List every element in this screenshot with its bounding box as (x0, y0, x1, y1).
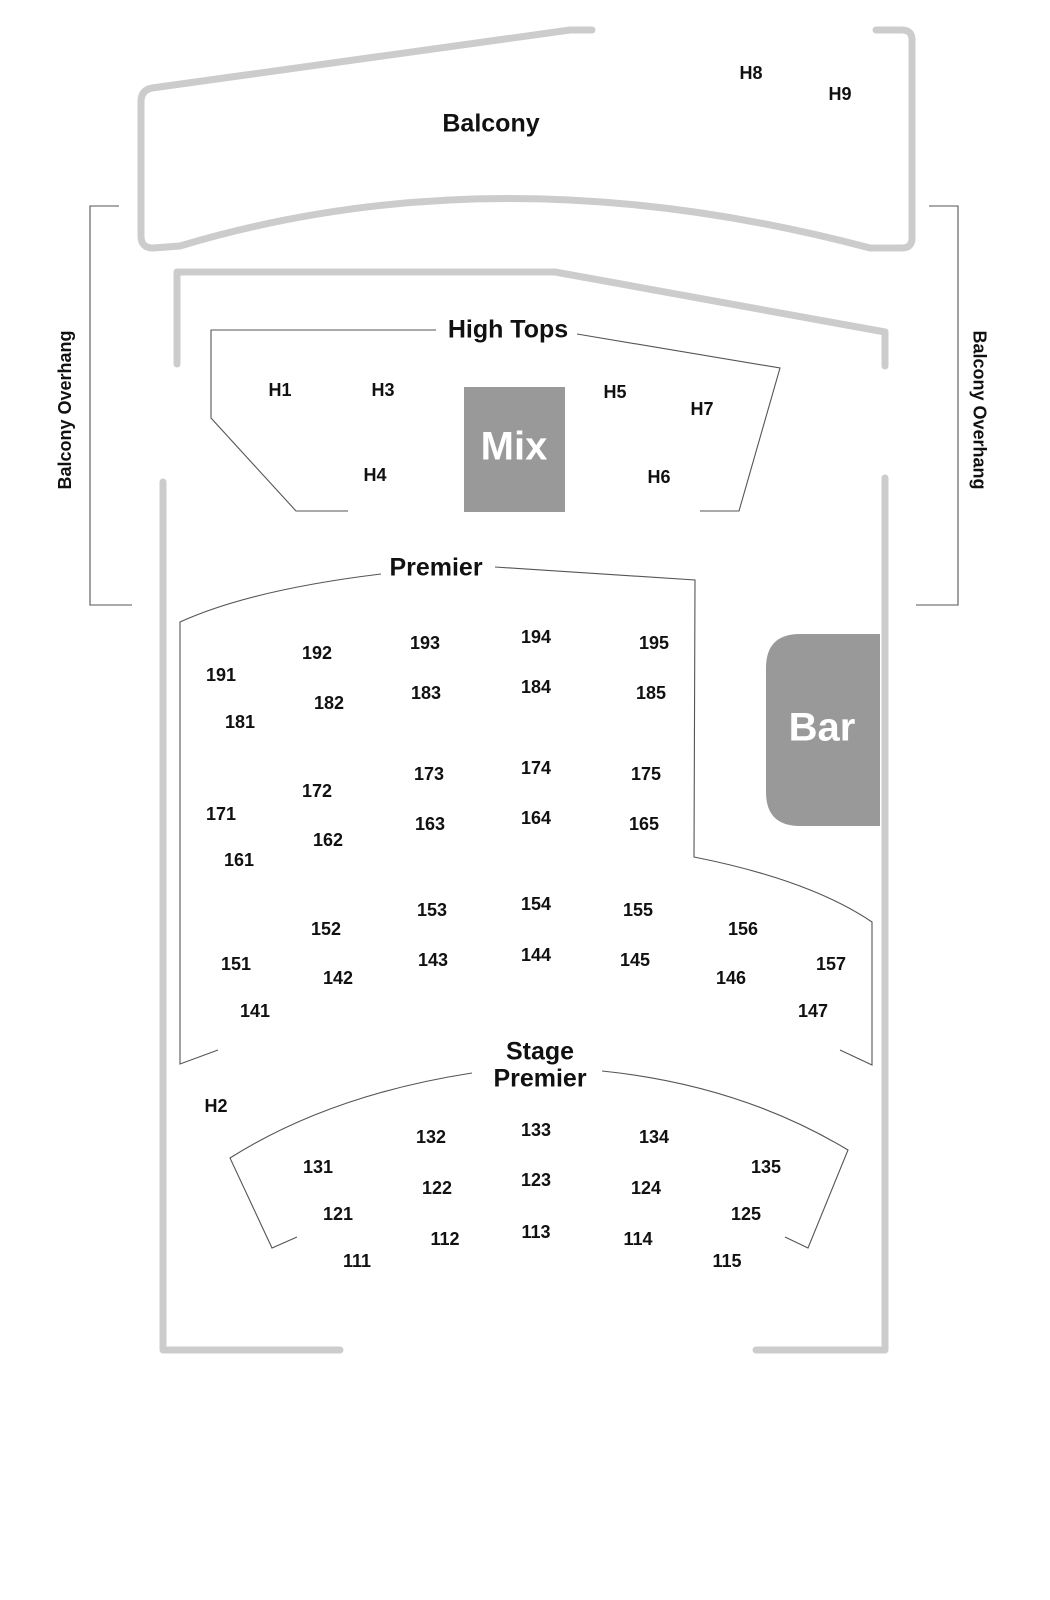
premier-table[interactable]: 195 (639, 633, 669, 653)
premier-table[interactable]: 144 (521, 945, 551, 965)
stage-premier-outline-right (601, 1070, 849, 1249)
balcony-overhang-right-label: Balcony Overhang (969, 330, 989, 489)
high-top-table[interactable]: H1 (268, 380, 291, 400)
high-top-table[interactable]: H9 (828, 84, 851, 104)
mix-block (464, 387, 565, 512)
stage-premier-table[interactable]: 133 (521, 1120, 551, 1140)
stage-premier-table[interactable]: 115 (712, 1251, 741, 1271)
premier-table[interactable]: 157 (816, 954, 846, 974)
premier-table[interactable]: 173 (414, 764, 444, 784)
balcony-label: Balcony (442, 110, 539, 138)
room-wall-right (752, 474, 889, 1354)
premier-label: Premier (389, 554, 482, 582)
high-tops-outline-right (576, 333, 781, 512)
premier-outline-right (494, 566, 873, 1066)
premier-table[interactable]: 183 (411, 683, 441, 703)
premier-table[interactable]: 171 (206, 804, 236, 824)
stage-premier-table[interactable]: 134 (639, 1127, 669, 1147)
stage-premier-table[interactable]: 123 (521, 1170, 551, 1190)
stage-premier-table[interactable]: 125 (731, 1204, 761, 1224)
bar-label: Bar (789, 706, 856, 750)
premier-table[interactable]: 164 (521, 808, 551, 828)
premier-table[interactable]: 165 (629, 814, 659, 834)
stage-premier-table[interactable]: 135 (751, 1157, 781, 1177)
premier-table[interactable]: 143 (418, 950, 448, 970)
high-top-table[interactable]: H8 (739, 63, 762, 83)
room-wall-left (159, 478, 344, 1354)
stage-premier-table[interactable]: 131 (303, 1157, 333, 1177)
stage-premier-outline-left (229, 1072, 473, 1249)
premier-table[interactable]: 181 (225, 712, 255, 732)
high-top-table[interactable]: H6 (647, 467, 670, 487)
high-tops-outline (210, 329, 436, 512)
premier-table[interactable]: 146 (716, 968, 746, 988)
bar-block (766, 634, 880, 826)
stage-premier-table[interactable]: 114 (623, 1229, 652, 1249)
premier-outline-left (179, 573, 382, 1065)
balcony-overhang-left-bracket (89, 205, 132, 606)
premier-table[interactable]: 153 (417, 900, 447, 920)
premier-table[interactable]: 147 (798, 1001, 828, 1021)
premier-table[interactable]: 161 (224, 850, 254, 870)
balcony-overhang-right-bracket (916, 205, 959, 606)
high-top-table[interactable]: H2 (204, 1096, 227, 1116)
high-top-table[interactable]: H7 (690, 399, 713, 419)
premier-table[interactable]: 156 (728, 919, 758, 939)
high-top-table[interactable]: H5 (603, 382, 626, 402)
stage-premier-table[interactable]: 132 (416, 1127, 446, 1147)
high-top-table[interactable]: H3 (371, 380, 394, 400)
premier-table[interactable]: 163 (415, 814, 445, 834)
premier-table[interactable]: 185 (636, 683, 666, 703)
balcony-overhang-left-label: Balcony Overhang (55, 330, 75, 489)
stage-premier-label-line1: Stage (506, 1038, 574, 1066)
high-top-table[interactable]: H4 (363, 465, 386, 485)
stage-premier-label-line2: Premier (493, 1065, 586, 1093)
room-wall-top (173, 268, 889, 370)
premier-table[interactable]: 155 (623, 900, 653, 920)
balcony-outline (137, 26, 916, 252)
stage-premier-table[interactable]: 112 (430, 1229, 459, 1249)
high-tops-label: High Tops (448, 316, 568, 344)
premier-table[interactable]: 142 (323, 968, 353, 988)
premier-table[interactable]: 194 (521, 627, 551, 647)
stage-premier-table[interactable]: 124 (631, 1178, 661, 1198)
premier-table[interactable]: 192 (302, 643, 332, 663)
premier-table[interactable]: 141 (240, 1001, 270, 1021)
premier-table[interactable]: 152 (311, 919, 341, 939)
premier-table[interactable]: 172 (302, 781, 332, 801)
mix-label: Mix (481, 425, 548, 469)
stage-premier-table[interactable]: 111 (343, 1251, 371, 1271)
premier-table[interactable]: 162 (313, 830, 343, 850)
premier-table[interactable]: 151 (221, 954, 251, 974)
premier-table[interactable]: 174 (521, 758, 551, 778)
premier-table[interactable]: 193 (410, 633, 440, 653)
premier-table[interactable]: 184 (521, 677, 551, 697)
stage-premier-table[interactable]: 122 (422, 1178, 452, 1198)
premier-table[interactable]: 182 (314, 693, 344, 713)
stage-premier-table[interactable]: 121 (323, 1204, 353, 1224)
premier-table[interactable]: 145 (620, 950, 650, 970)
premier-table[interactable]: 175 (631, 764, 661, 784)
stage-premier-table[interactable]: 113 (521, 1222, 550, 1242)
premier-table[interactable]: 154 (521, 894, 551, 914)
premier-table[interactable]: 191 (206, 665, 236, 685)
